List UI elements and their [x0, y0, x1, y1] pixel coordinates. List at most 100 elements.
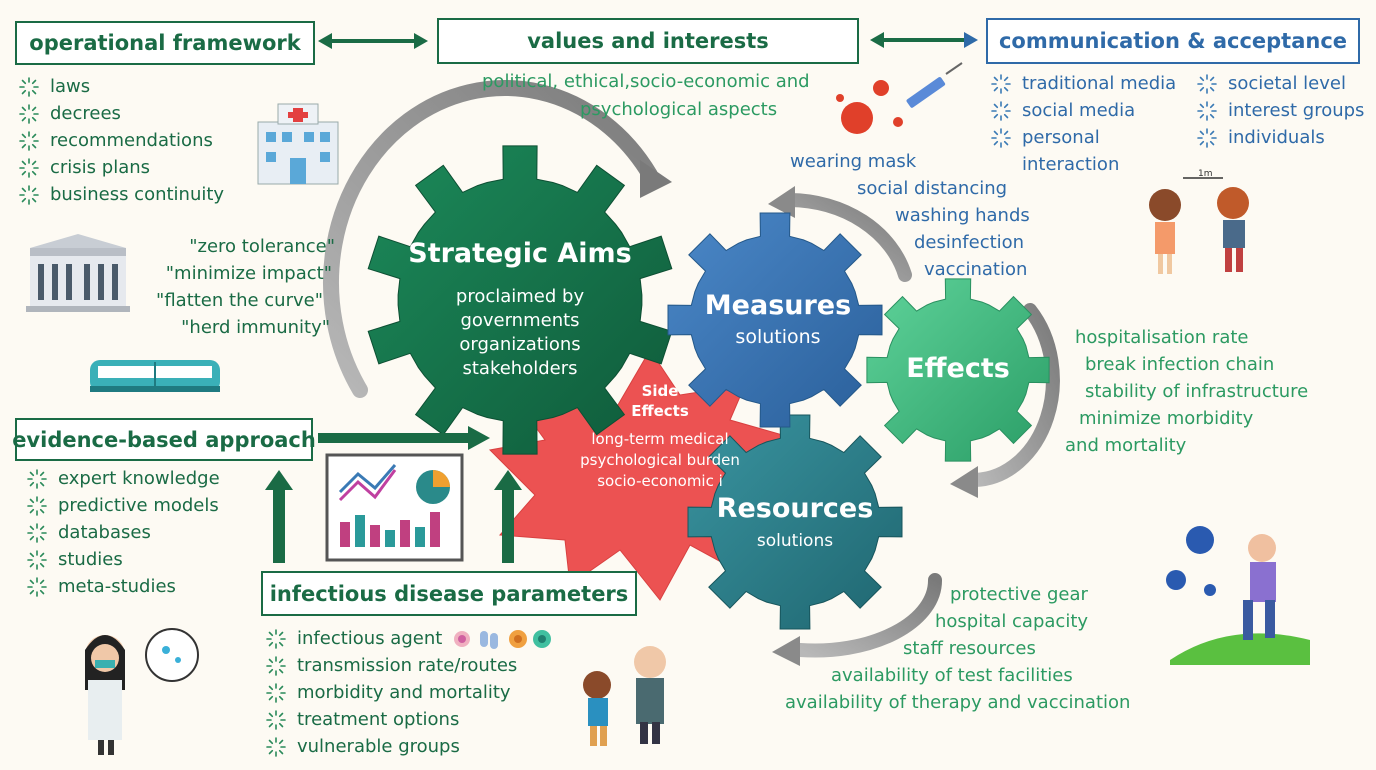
list-item-label: interest groups — [1228, 100, 1365, 121]
list-item: studies — [26, 546, 220, 573]
evidence-based-approach-title: evidence-based approach — [12, 427, 316, 452]
measure-item: social distancing — [857, 178, 1008, 199]
list-item-label: societal level — [1228, 73, 1346, 94]
bullet-icon — [18, 103, 40, 125]
bullet-icon — [26, 522, 48, 544]
header-arrows — [318, 32, 978, 49]
list-item-label: crisis plans — [50, 157, 151, 178]
list-item-label: databases — [58, 522, 151, 543]
strategic-aims-line: organizations — [459, 334, 581, 355]
operational-framework-title: operational framework — [29, 31, 301, 55]
operational-framework-list: laws decrees recommendations crisis plan… — [18, 73, 224, 208]
bullet-icon — [265, 709, 287, 731]
resource-item: availability of therapy and vaccination — [785, 692, 1131, 713]
list-item: social media — [990, 97, 1176, 124]
bullet-icon — [26, 468, 48, 490]
gear-measures — [667, 212, 883, 428]
bullet-icon — [265, 736, 287, 758]
arc-aims-head — [640, 160, 672, 198]
bullet-icon — [26, 576, 48, 598]
pathogen-icons — [454, 629, 552, 649]
gear-resources — [687, 414, 903, 630]
measures-subtitle: solutions — [735, 326, 821, 348]
bullet-icon — [18, 76, 40, 98]
bullet-icon — [990, 127, 1012, 149]
list-item: individuals — [1196, 124, 1364, 151]
list-item: decrees — [18, 100, 224, 127]
bullet-icon — [265, 682, 287, 704]
effect-item: hospitalisation rate — [1075, 327, 1249, 348]
list-item-label: recommendations — [50, 130, 213, 151]
list-item: traditional media — [990, 70, 1176, 97]
distance-label: 1m — [1198, 169, 1213, 179]
effects-title: Effects — [906, 353, 1010, 384]
measure-item: washing hands — [895, 205, 1030, 226]
list-item-label: studies — [58, 549, 123, 570]
side-effects-line: psychological burden — [580, 451, 740, 469]
list-item-label: interaction — [1022, 154, 1120, 175]
list-item: vulnerable groups — [265, 733, 560, 760]
bullet-icon — [18, 184, 40, 206]
arc-aims — [323, 80, 658, 398]
children-distance-illustration: 1m — [1149, 169, 1249, 274]
list-item: meta-studies — [26, 573, 220, 600]
measure-item: desinfection — [914, 232, 1025, 253]
list-item-label: social media — [1022, 100, 1136, 121]
arc-measures — [783, 193, 912, 282]
resource-item: hospital capacity — [935, 611, 1089, 632]
effect-item: minimize morbidity — [1079, 408, 1254, 429]
strategic-aims-title: Strategic Aims — [408, 238, 632, 269]
list-item: expert knowledge — [26, 465, 220, 492]
list-item-label: traditional media — [1022, 73, 1177, 94]
bullet-icon — [18, 130, 40, 152]
effect-item: break infection chain — [1085, 354, 1275, 375]
list-item: crisis plans — [18, 154, 224, 181]
bullet-icon — [265, 655, 287, 677]
measure-item: wearing mask — [790, 151, 917, 172]
bullet-icon — [1196, 73, 1218, 95]
resource-item: availability of test facilities — [831, 665, 1073, 686]
train-icon — [90, 360, 220, 392]
hospital-icon — [257, 103, 339, 185]
measures-title: Measures — [704, 290, 852, 321]
bullet-icon — [990, 73, 1012, 95]
values-subtitle-line2: psychological aspects — [580, 99, 778, 120]
list-item-label: individuals — [1228, 127, 1325, 148]
bullet-icon — [265, 628, 287, 650]
resources-title: Resources — [716, 493, 874, 524]
cycle-arcs — [323, 80, 1060, 666]
list-item-continuation: interaction — [990, 151, 1176, 178]
infectious-disease-parameters-title: infectious disease parameters — [269, 581, 629, 606]
measure-item: vaccination — [924, 259, 1028, 280]
arc-effects — [968, 303, 1060, 487]
effect-item: stability of infrastructure — [1085, 381, 1309, 402]
list-item: personal — [990, 124, 1176, 151]
bullet-icon — [18, 157, 40, 179]
list-item: predictive models — [26, 492, 220, 519]
list-item-label: business continuity — [50, 184, 225, 205]
side-effects-title: Side — [641, 382, 679, 400]
evidence-arrows — [265, 426, 522, 563]
bullet-icon — [26, 495, 48, 517]
list-item-label: transmission rate/routes — [297, 655, 518, 676]
arc-resources — [793, 573, 943, 658]
list-item-label: personal — [1022, 127, 1100, 148]
list-item: business continuity — [18, 181, 224, 208]
list-item-label: morbidity and mortality — [297, 682, 511, 703]
bullet-icon — [26, 549, 48, 571]
list-item: societal level — [1196, 70, 1364, 97]
communication-acceptance-title: communication & acceptance — [998, 29, 1348, 53]
aims-quote: "flatten the curve" — [156, 290, 323, 311]
virus-syringe-icon — [836, 62, 963, 134]
strategic-aims-line: governments — [460, 310, 580, 331]
communication-levels-list: societal level interest groups individua… — [1196, 70, 1364, 151]
list-item-label: vulnerable groups — [297, 736, 460, 757]
resources-subtitle: solutions — [756, 531, 834, 551]
resource-item: staff resources — [903, 638, 1036, 659]
evidence-based-approach-box: evidence-based approach — [12, 418, 316, 461]
list-item: laws — [18, 73, 224, 100]
bullet-icon — [1196, 127, 1218, 149]
aims-quote: "zero tolerance" — [189, 236, 335, 257]
arc-resources-head — [772, 636, 800, 666]
